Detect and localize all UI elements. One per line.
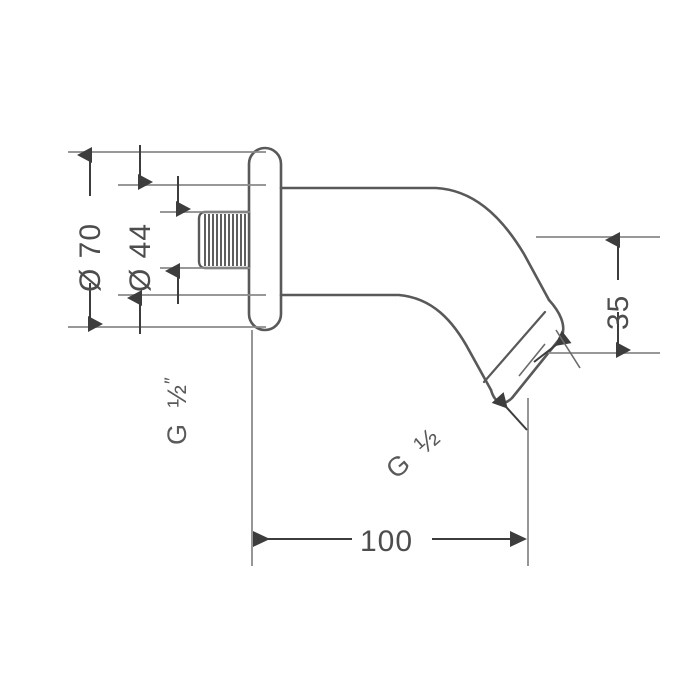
dimension-arrows — [77, 145, 631, 547]
dim-label-diameter-44: Ø 44 — [124, 223, 157, 292]
thread-outlet-prefix: G — [380, 447, 416, 484]
thread-inlet-fraction: ½ — [162, 384, 192, 408]
dim-label-diameter-70: Ø 70 — [74, 223, 107, 292]
wall-flange — [247, 146, 283, 332]
thread-hatching — [204, 214, 246, 266]
svg-text:G ½: G ½ — [380, 422, 446, 485]
dim-label-length-100: 100 — [360, 525, 413, 558]
arm-body-bottom-profile — [279, 293, 493, 392]
leader-arrow-outlet-upper — [533, 330, 572, 363]
thread-outlet-fraction: ½ — [409, 422, 446, 460]
svg-text:G ½″: G ½″ — [162, 376, 192, 445]
outlet-witness-strokes — [518, 329, 581, 377]
leader-arrow-outlet-lower — [491, 392, 528, 431]
thread-inlet-suffix: ″ — [162, 376, 183, 384]
dim-label-height-35: 35 — [602, 295, 635, 330]
outlet-end-cap — [489, 298, 565, 404]
inlet-thread-nipple — [197, 210, 251, 270]
product-outline — [247, 146, 565, 404]
arm-body-top-profile — [279, 186, 551, 302]
thread-label-outlet: G ½ — [380, 422, 446, 485]
outlet-face-seam — [482, 310, 547, 384]
thread-label-inlet: G ½″ — [162, 376, 192, 445]
extension-lines — [68, 151, 660, 566]
thread-inlet-prefix: G — [162, 423, 192, 445]
